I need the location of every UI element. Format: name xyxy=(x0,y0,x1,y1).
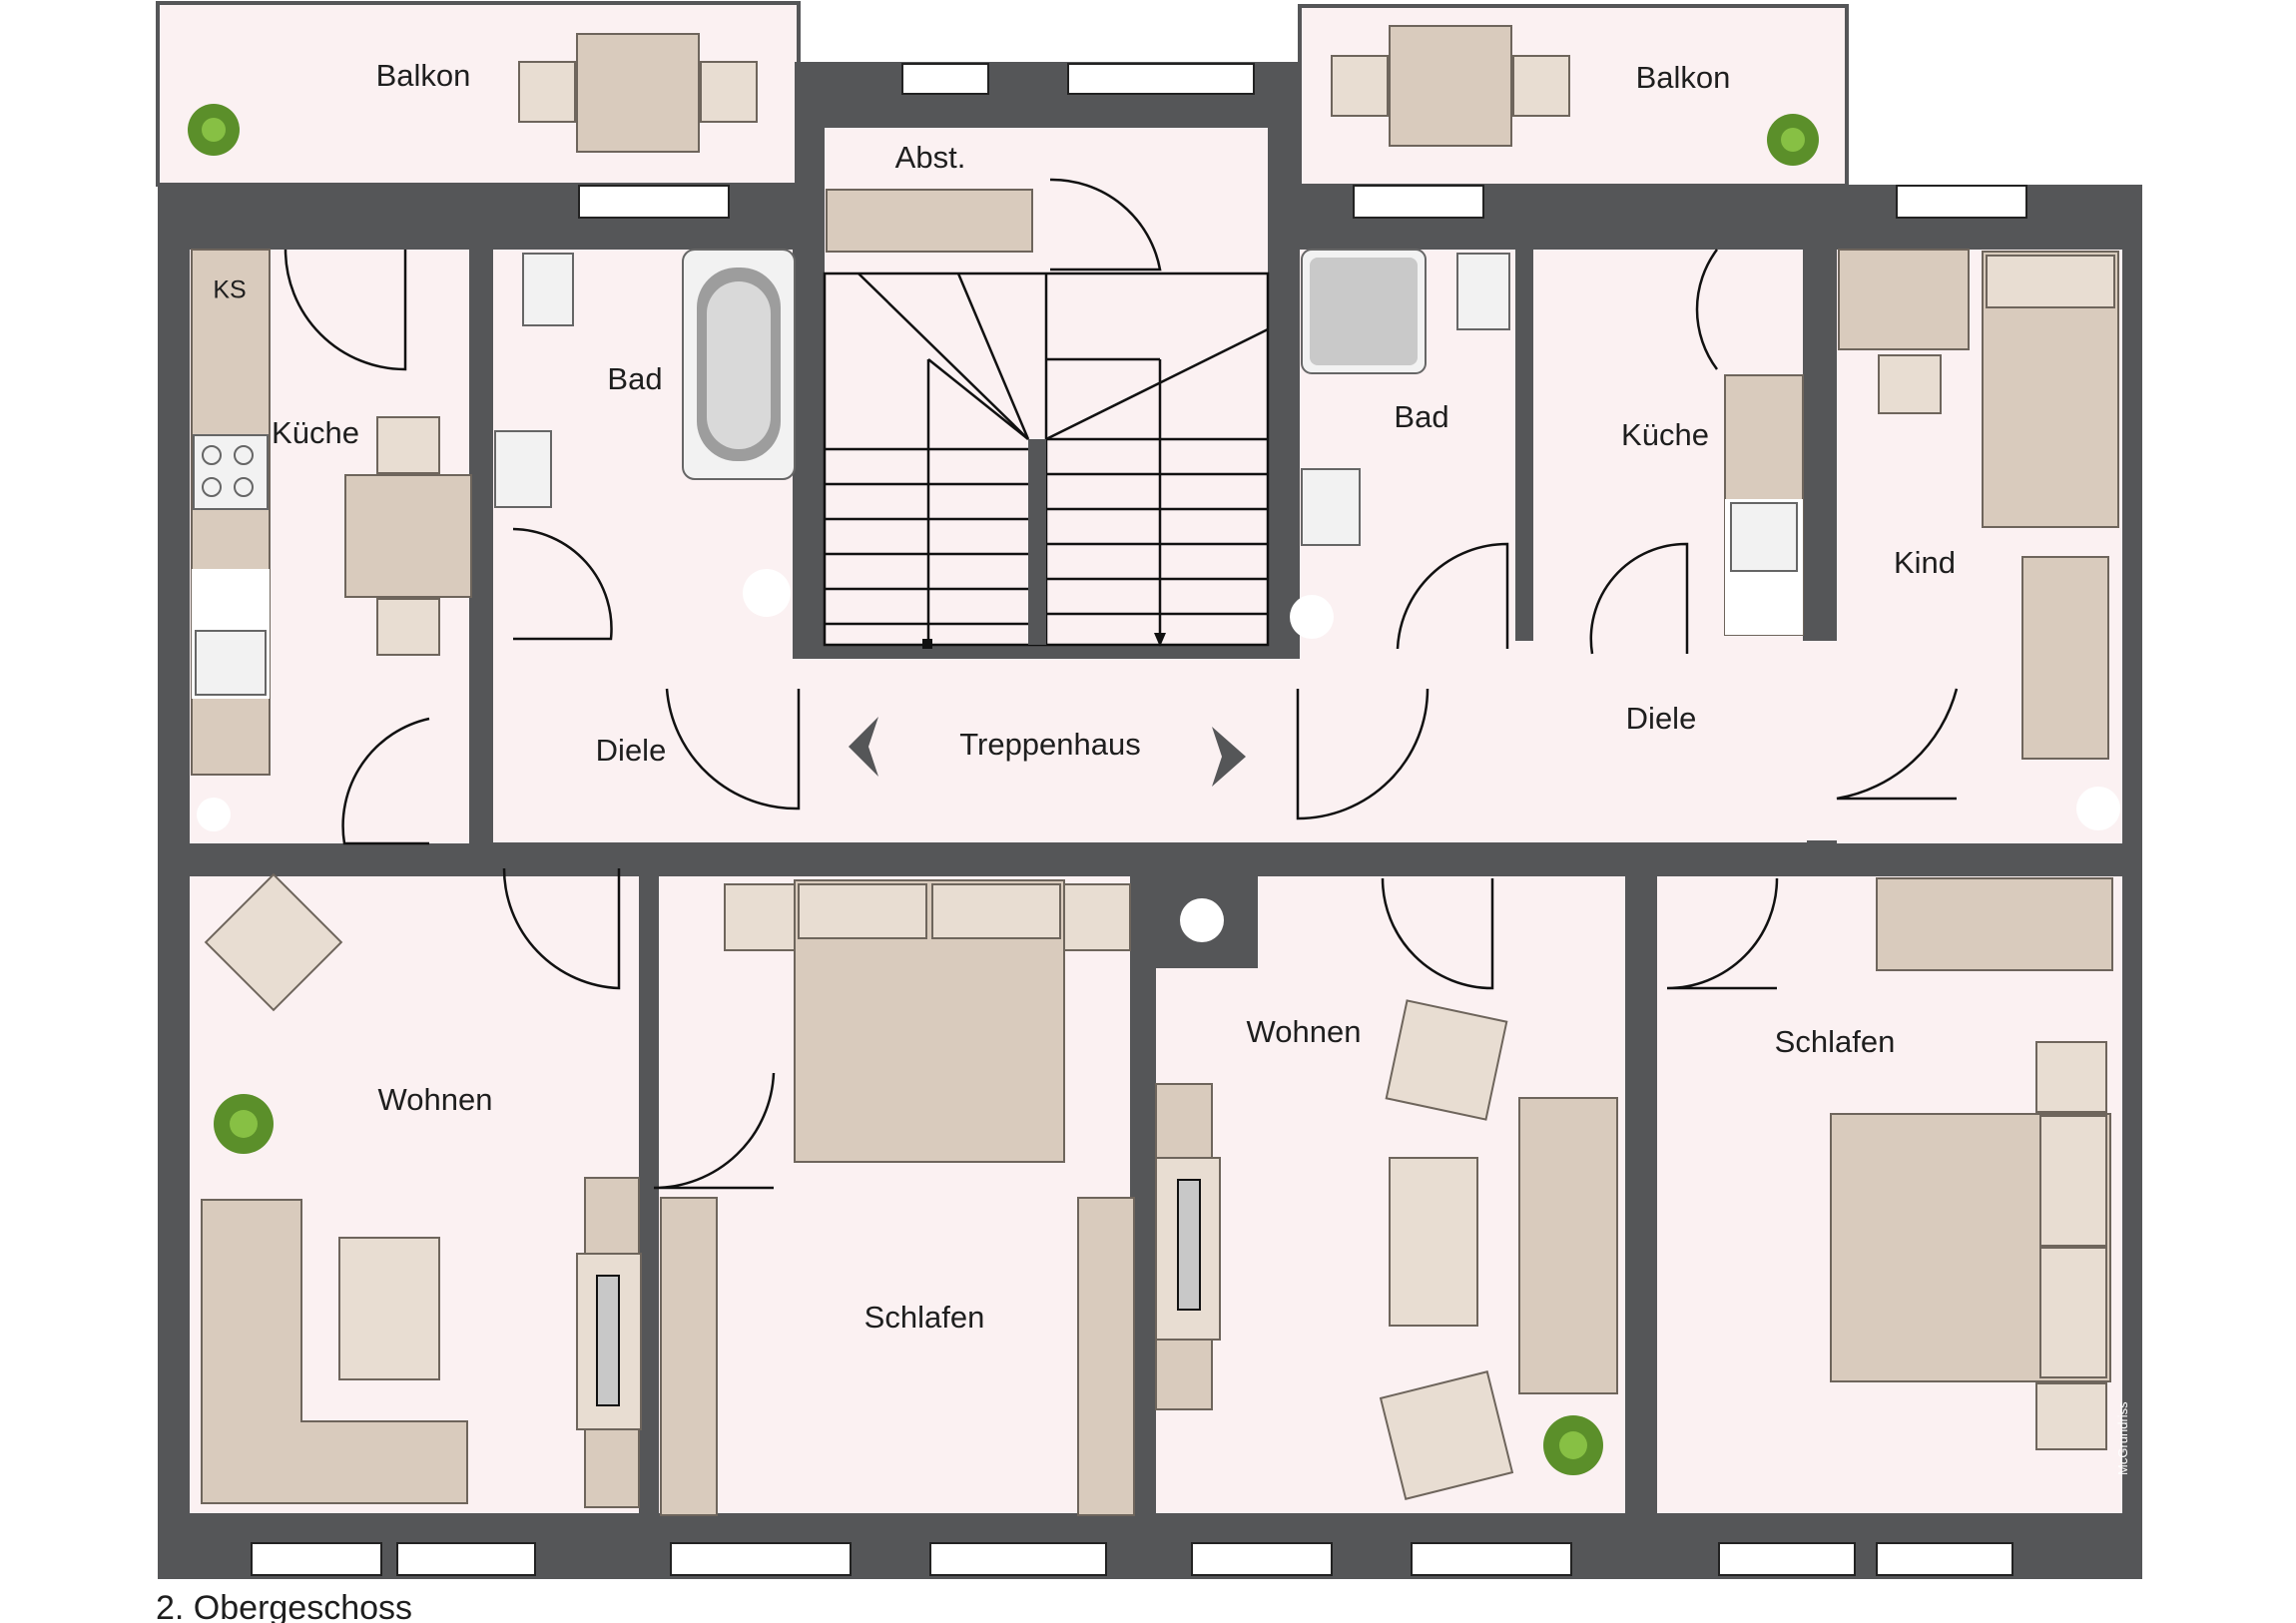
label-balkon-right: Balkon xyxy=(1636,60,1731,95)
label-bad-right: Bad xyxy=(1394,399,1448,434)
label-diele-right: Diele xyxy=(1626,701,1697,736)
label-abst: Abst. xyxy=(895,140,966,175)
doors xyxy=(284,178,1959,1190)
label-balkon-left: Balkon xyxy=(376,58,471,93)
label-wohnen-left: Wohnen xyxy=(378,1082,493,1117)
stove-icon xyxy=(193,434,269,510)
furniture xyxy=(191,25,2119,1516)
label-wohnen-right: Wohnen xyxy=(1247,1014,1362,1049)
floor-caption: 2. Obergeschoss xyxy=(156,1589,412,1623)
label-kueche-right: Küche xyxy=(1621,417,1709,452)
windows xyxy=(251,63,2027,1576)
staircase xyxy=(823,271,1270,649)
sink-icon xyxy=(195,630,267,696)
label-bad-left: Bad xyxy=(607,361,662,396)
label-treppenhaus: Treppenhaus xyxy=(959,727,1141,762)
label-kueche-left: Küche xyxy=(272,415,359,450)
plant-icon xyxy=(188,104,1819,1475)
label-kind: Kind xyxy=(1894,545,1956,580)
shafts xyxy=(197,569,2120,942)
label-schlafen-left: Schlafen xyxy=(864,1300,985,1335)
credit-text: McGrundriss xyxy=(2115,1401,2130,1475)
label-diele-left: Diele xyxy=(596,733,667,768)
stair-arrow-right-icon xyxy=(1212,727,1246,787)
stair-arrow-left-icon xyxy=(849,717,878,777)
label-ks: KS xyxy=(213,276,246,304)
label-schlafen-right: Schlafen xyxy=(1775,1024,1896,1059)
